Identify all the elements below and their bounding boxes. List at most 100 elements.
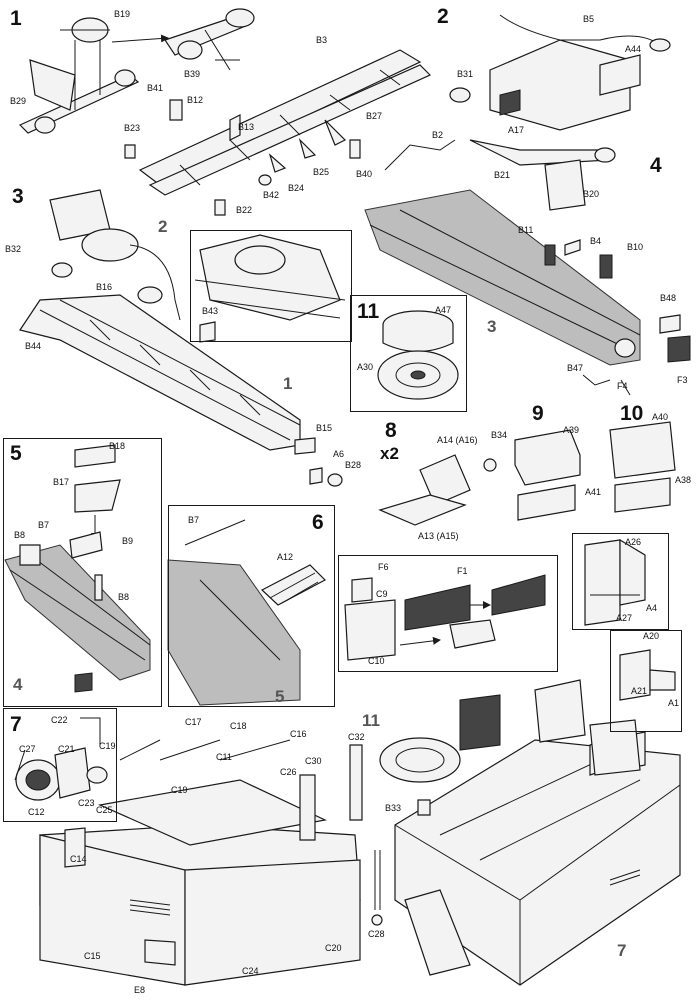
ref-step3-frame: 1 bbox=[283, 374, 293, 393]
part-label: B23 bbox=[124, 123, 141, 133]
step-number-8: 8 bbox=[385, 419, 397, 442]
part-label: A39 bbox=[563, 425, 580, 435]
part-label: A41 bbox=[585, 487, 602, 497]
part-label: A44 bbox=[625, 44, 642, 54]
front-axle-left bbox=[18, 17, 140, 134]
part-label: B4 bbox=[590, 236, 602, 246]
part-label: F6 bbox=[378, 562, 389, 572]
part-label: B29 bbox=[10, 96, 27, 106]
part-label: A17 bbox=[508, 125, 525, 135]
part-label: C12 bbox=[28, 807, 45, 817]
box-body-right bbox=[379, 679, 681, 986]
part-label: B2 bbox=[432, 130, 444, 140]
spare-wheel-step11 bbox=[377, 310, 459, 400]
step-number-10: 10 bbox=[620, 402, 644, 425]
jerrycan-inset bbox=[344, 574, 546, 661]
part-label: B40 bbox=[356, 169, 373, 179]
inset-frame-jerrycan bbox=[338, 555, 558, 672]
part-label: C16 bbox=[290, 729, 307, 739]
part-label: B5 bbox=[583, 14, 595, 24]
part-label: C30 bbox=[305, 756, 322, 766]
inset-frame-drawer bbox=[610, 630, 682, 732]
part-label: B3 bbox=[316, 35, 328, 45]
part-label: C10 bbox=[368, 656, 385, 666]
inset-frame-step11 bbox=[350, 295, 467, 412]
part-label: C24 bbox=[242, 966, 259, 976]
part-label: B47 bbox=[567, 363, 584, 373]
part-label: B34 bbox=[491, 430, 508, 440]
part-label: B48 bbox=[660, 293, 677, 303]
part-label: B16 bbox=[96, 282, 113, 292]
part-label: B8 bbox=[118, 592, 130, 602]
part-label: A6 bbox=[333, 449, 345, 459]
chassis-step4 bbox=[364, 139, 691, 396]
inset-frame-cabinet bbox=[572, 533, 669, 630]
part-label: C21 bbox=[58, 744, 75, 754]
engine-detail-inset bbox=[194, 234, 346, 343]
drawer-inset bbox=[619, 649, 676, 701]
part-label: A27 bbox=[616, 613, 633, 623]
step-number-5: 5 bbox=[10, 442, 22, 465]
box-body-left bbox=[39, 739, 383, 986]
inset-frame-step5 bbox=[3, 438, 162, 707]
part-label: A4 bbox=[646, 603, 658, 613]
inset-frame-step3-detail bbox=[190, 230, 352, 342]
part-label: F3 bbox=[677, 375, 688, 385]
box-step9 bbox=[483, 429, 581, 521]
part-label: B25 bbox=[313, 167, 330, 177]
front-axle-right bbox=[164, 8, 255, 71]
part-label: C15 bbox=[84, 951, 101, 961]
part-label: A13 (A15) bbox=[418, 531, 459, 541]
step-number-7: 7 bbox=[10, 713, 22, 736]
part-label: B31 bbox=[457, 69, 474, 79]
part-label: C22 bbox=[51, 715, 68, 725]
part-label: C17 bbox=[185, 717, 202, 727]
part-label: B18 bbox=[109, 441, 126, 451]
part-label: B12 bbox=[187, 95, 204, 105]
part-label: C23 bbox=[78, 798, 95, 808]
part-label: A26 bbox=[625, 537, 642, 547]
inset-frame-step6 bbox=[168, 505, 335, 707]
part-label: A40 bbox=[652, 412, 669, 422]
step-number-9: 9 bbox=[532, 402, 544, 425]
part-label: C27 bbox=[19, 744, 36, 754]
part-label: B32 bbox=[5, 244, 22, 254]
part-label: B43 bbox=[202, 306, 219, 316]
ref-step7-body: 7 bbox=[617, 941, 627, 960]
part-label: C19 bbox=[99, 741, 116, 751]
ref-step7-wheel: 11 bbox=[362, 711, 380, 730]
ref-step3-engine: 2 bbox=[158, 217, 168, 236]
part-label: A20 bbox=[643, 631, 660, 641]
part-label: F4 bbox=[617, 381, 628, 391]
inset-frame-step7 bbox=[3, 708, 117, 822]
part-label: C28 bbox=[368, 929, 385, 939]
radio-set-step7 bbox=[14, 717, 108, 801]
step-number-1: 1 bbox=[10, 7, 22, 30]
part-label: C19 bbox=[171, 785, 188, 795]
part-label: B33 bbox=[385, 803, 402, 813]
part-label: C25 bbox=[96, 805, 113, 815]
multiplier-label: x2 bbox=[380, 444, 399, 463]
part-label: A47 bbox=[435, 305, 452, 315]
ref-step5-frame: 4 bbox=[13, 675, 23, 694]
part-label: B9 bbox=[122, 536, 134, 546]
frame-step1 bbox=[124, 49, 432, 216]
part-label: E8 bbox=[134, 985, 146, 995]
part-label: B22 bbox=[236, 205, 253, 215]
part-label: A30 bbox=[357, 362, 374, 372]
chassis-step5 bbox=[4, 444, 151, 693]
part-label: B27 bbox=[366, 111, 383, 121]
part-label: A1 bbox=[668, 698, 680, 708]
part-label: B13 bbox=[238, 122, 255, 132]
engine-step2 bbox=[449, 14, 671, 131]
part-label: B17 bbox=[53, 477, 70, 487]
part-label: B41 bbox=[147, 83, 164, 93]
part-label: C14 bbox=[70, 854, 87, 864]
part-label: B44 bbox=[25, 341, 42, 351]
step-number-2: 2 bbox=[437, 5, 449, 28]
part-label: C32 bbox=[348, 732, 365, 742]
part-label: B21 bbox=[494, 170, 511, 180]
part-label: C26 bbox=[280, 767, 297, 777]
